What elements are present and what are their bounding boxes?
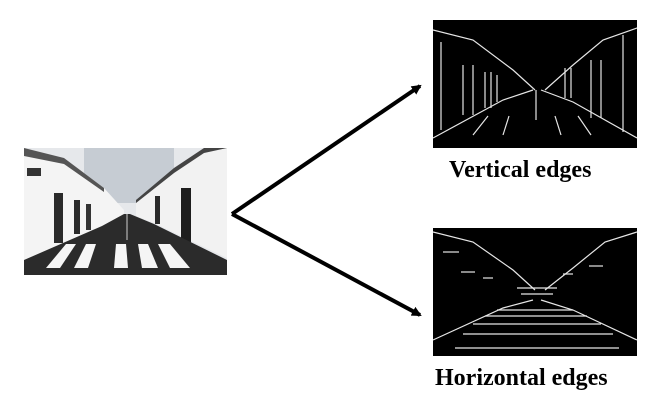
arrow-to-vertical-edges: [230, 84, 422, 216]
vertical-edges-image: [433, 20, 637, 148]
horizontal-edges-image: [433, 228, 637, 356]
source-street-photo: [24, 148, 227, 275]
arrow-to-horizontal-edges: [231, 212, 422, 317]
horizontal-edges-caption: Horizontal edges: [435, 365, 608, 391]
vertical-edges-caption: Vertical edges: [449, 157, 592, 183]
